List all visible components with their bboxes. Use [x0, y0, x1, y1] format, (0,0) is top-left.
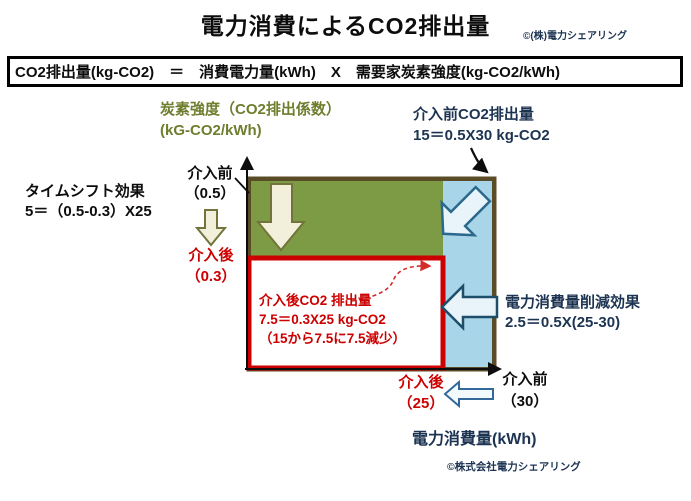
post-consumption-line1: 介入後 [398, 374, 444, 391]
timeshift-line2: 5＝（0.5-0.3）X25 [25, 203, 152, 220]
consumption-reduction-line1: 電力消費量削減効果 [505, 294, 641, 311]
consumption-reduction-label: 電力消費量削減効果 2.5＝0.5X(25-30) [505, 293, 640, 333]
pre-consumption-line1: 介入前 [502, 371, 548, 388]
carbon-intensity-label: 炭素強度（CO2排出係数） (kG-CO2/kWh) [160, 99, 341, 141]
left-block-arrow-icon [440, 282, 499, 332]
left-block-arrow-small-icon [443, 379, 494, 409]
down-block-arrow-large-icon [255, 183, 307, 252]
credit-top: ©(株)電力シェアリング [522, 31, 627, 42]
down-left-block-arrow-icon [440, 185, 492, 237]
post-co2-line2: 7.5＝0.3X25 kg-CO2 [259, 312, 386, 327]
post-co2-line3: （15から7.5に7.5減少） [259, 331, 407, 346]
carbon-intensity-line2: (kG-CO2/kWh) [160, 122, 262, 139]
post-co2-line1: 介入後CO2 排出量 [259, 293, 372, 308]
timeshift-line1: タイムシフト効果 [25, 183, 145, 200]
credit-bottom: ©株式会社電力シェアリング [447, 461, 581, 473]
pre-co2-line1: 介入前CO2排出量 [413, 106, 534, 123]
post-intensity-label: 介入後 （0.3） [174, 245, 248, 287]
down-block-arrow-small-icon [194, 209, 228, 247]
consumption-reduction-line2: 2.5＝0.5X(25-30) [505, 314, 621, 331]
pre-co2-line2: 15＝0.5X30 kg-CO2 [413, 127, 550, 144]
post-consumption-label: 介入後 （25） [387, 372, 455, 414]
pre-consumption-label: 介入前 （30） [494, 369, 556, 413]
formula-text: CO2排出量(kg-CO2) ＝ 消費電力量(kWh) X 需要家炭素強度(kg… [15, 64, 560, 81]
post-intensity-line1: 介入後 [188, 247, 234, 264]
post-intensity-line2: （0.3） [185, 268, 237, 285]
carbon-intensity-line1: 炭素強度（CO2排出係数） [160, 101, 341, 118]
post-co2-box-label: 介入後CO2 排出量 7.5＝0.3X25 kg-CO2 （15から7.5に7.… [259, 291, 406, 348]
page-title: 電力消費によるCO2排出量 [200, 13, 491, 39]
pre-intensity-label: 介入前 （0.5） [174, 164, 246, 204]
pre-intensity-line1: 介入前 [187, 165, 233, 182]
pre-intensity-pointer-line [234, 177, 250, 194]
pre-consumption-line2: （30） [501, 393, 549, 410]
dashed-red-arrow-icon [351, 260, 432, 302]
post-consumption-line2: （25） [397, 395, 445, 412]
x-axis-label: 電力消費量(kWh) [412, 431, 537, 448]
pre-co2-label: 介入前CO2排出量 15＝0.5X30 kg-CO2 [413, 104, 550, 146]
pre-intensity-line2: （0.5） [184, 185, 236, 202]
timeshift-label: タイムシフト効果 5＝（0.5-0.3）X25 [25, 182, 152, 222]
formula-box: CO2排出量(kg-CO2) ＝ 消費電力量(kWh) X 需要家炭素強度(kg… [7, 56, 683, 87]
curved-black-arrow-icon [469, 147, 489, 174]
